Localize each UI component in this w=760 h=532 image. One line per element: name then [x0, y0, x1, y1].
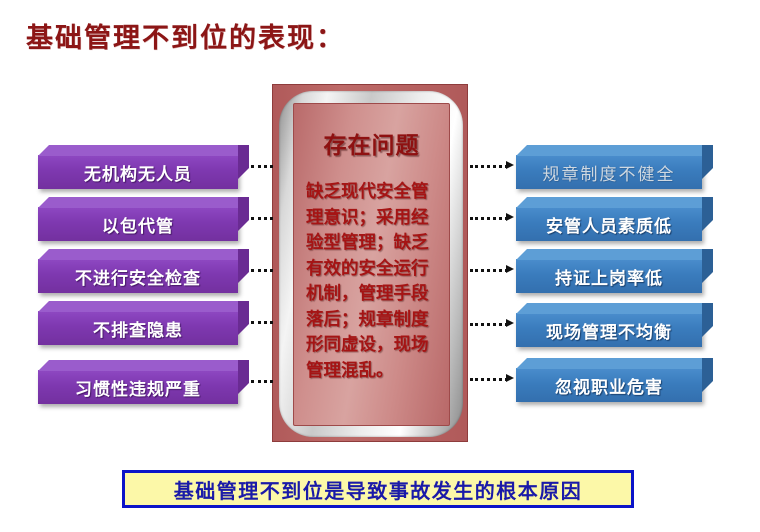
left-box-3-top-face	[38, 249, 238, 260]
left-box-3-side-face	[238, 249, 249, 283]
connector-right-1	[470, 165, 508, 171]
connector-right-4	[470, 323, 508, 329]
left-box-2-side-face	[238, 197, 249, 231]
left-box-4-top-face	[38, 301, 238, 312]
left-box-1-front-face: 无机构无人员	[38, 155, 238, 189]
left-box-5-label: 习惯性违规严重	[75, 379, 201, 400]
left-box-4-label: 不排查隐患	[93, 320, 183, 341]
right-box-1-side-face	[702, 145, 713, 179]
right-box-5-label: 忽视职业危害	[555, 377, 663, 398]
right-box-5-front-face: 忽视职业危害	[516, 368, 702, 402]
right-box-1-front-face: 规章制度不健全	[516, 155, 702, 189]
right-box-1[interactable]: 规章制度不健全	[516, 145, 702, 189]
connector-left-3	[251, 269, 273, 275]
right-box-3-top-face	[516, 249, 702, 260]
right-box-1-top-face	[516, 145, 702, 156]
right-box-2-front-face: 安管人员素质低	[516, 207, 702, 241]
left-box-4[interactable]: 不排查隐患	[38, 301, 238, 345]
left-box-2-label: 以包代管	[102, 216, 174, 237]
center-panel-inner: 存在问题 缺乏现代安全管理意识；采用经验型管理；缺乏有效的安全运行机制，管理手段…	[293, 103, 450, 426]
arrow-head-right-3-icon	[506, 265, 514, 273]
left-box-1-top-face	[38, 145, 238, 156]
right-box-2-label: 安管人员素质低	[546, 216, 672, 237]
right-box-4-top-face	[516, 303, 702, 314]
left-box-1[interactable]: 无机构无人员	[38, 145, 238, 189]
right-box-2-top-face	[516, 197, 702, 208]
arrow-head-right-5-icon	[506, 374, 514, 382]
left-box-4-front-face: 不排查隐患	[38, 311, 238, 345]
connector-left-1	[251, 165, 273, 171]
left-box-1-side-face	[238, 145, 249, 179]
left-box-5-top-face	[38, 360, 238, 371]
right-box-3[interactable]: 持证上岗率低	[516, 249, 702, 293]
connector-right-2	[470, 217, 508, 223]
right-box-3-side-face	[702, 249, 713, 283]
center-panel-heading: 存在问题	[323, 132, 420, 159]
arrow-head-right-4-icon	[506, 319, 514, 327]
left-box-2-top-face	[38, 197, 238, 208]
right-box-5[interactable]: 忽视职业危害	[516, 358, 702, 402]
conclusion-banner: 基础管理不到位是导致事故发生的根本原因	[122, 470, 634, 508]
left-box-3-front-face: 不进行安全检查	[38, 259, 238, 293]
right-box-4-label: 现场管理不均衡	[546, 322, 672, 343]
center-panel-bezel: 存在问题 缺乏现代安全管理意识；采用经验型管理；缺乏有效的安全运行机制，管理手段…	[279, 91, 463, 437]
right-box-4-side-face	[702, 303, 713, 337]
left-box-2[interactable]: 以包代管	[38, 197, 238, 241]
left-box-3[interactable]: 不进行安全检查	[38, 249, 238, 293]
page-title: 基础管理不到位的表现：	[26, 23, 345, 54]
right-box-4-front-face: 现场管理不均衡	[516, 313, 702, 347]
right-box-2-side-face	[702, 197, 713, 231]
left-box-5[interactable]: 习惯性违规严重	[38, 360, 238, 404]
right-box-3-front-face: 持证上岗率低	[516, 259, 702, 293]
right-box-5-side-face	[702, 358, 713, 392]
left-box-5-side-face	[238, 360, 249, 394]
center-problem-panel: 存在问题 缺乏现代安全管理意识；采用经验型管理；缺乏有效的安全运行机制，管理手段…	[272, 84, 468, 442]
right-box-5-top-face	[516, 358, 702, 369]
right-box-4[interactable]: 现场管理不均衡	[516, 303, 702, 347]
right-box-1-label: 规章制度不健全	[542, 164, 676, 185]
conclusion-banner-text: 基础管理不到位是导致事故发生的根本原因	[173, 478, 583, 503]
left-box-1-label: 无机构无人员	[84, 164, 192, 185]
right-box-3-label: 持证上岗率低	[555, 268, 663, 289]
arrow-head-right-2-icon	[506, 213, 514, 221]
connector-right-5	[470, 378, 508, 384]
connector-left-4	[251, 321, 273, 327]
right-box-2[interactable]: 安管人员素质低	[516, 197, 702, 241]
left-box-2-front-face: 以包代管	[38, 207, 238, 241]
left-box-4-side-face	[238, 301, 249, 335]
left-box-5-front-face: 习惯性违规严重	[38, 370, 238, 404]
arrow-head-right-1-icon	[506, 161, 514, 169]
connector-left-2	[251, 217, 273, 223]
left-box-3-label: 不进行安全检查	[75, 268, 201, 289]
center-panel-body-text: 缺乏现代安全管理意识；采用经验型管理；缺乏有效的安全运行机制，管理手段落后；规章…	[306, 182, 429, 381]
connector-right-3	[470, 269, 508, 275]
connector-left-5	[251, 380, 273, 386]
